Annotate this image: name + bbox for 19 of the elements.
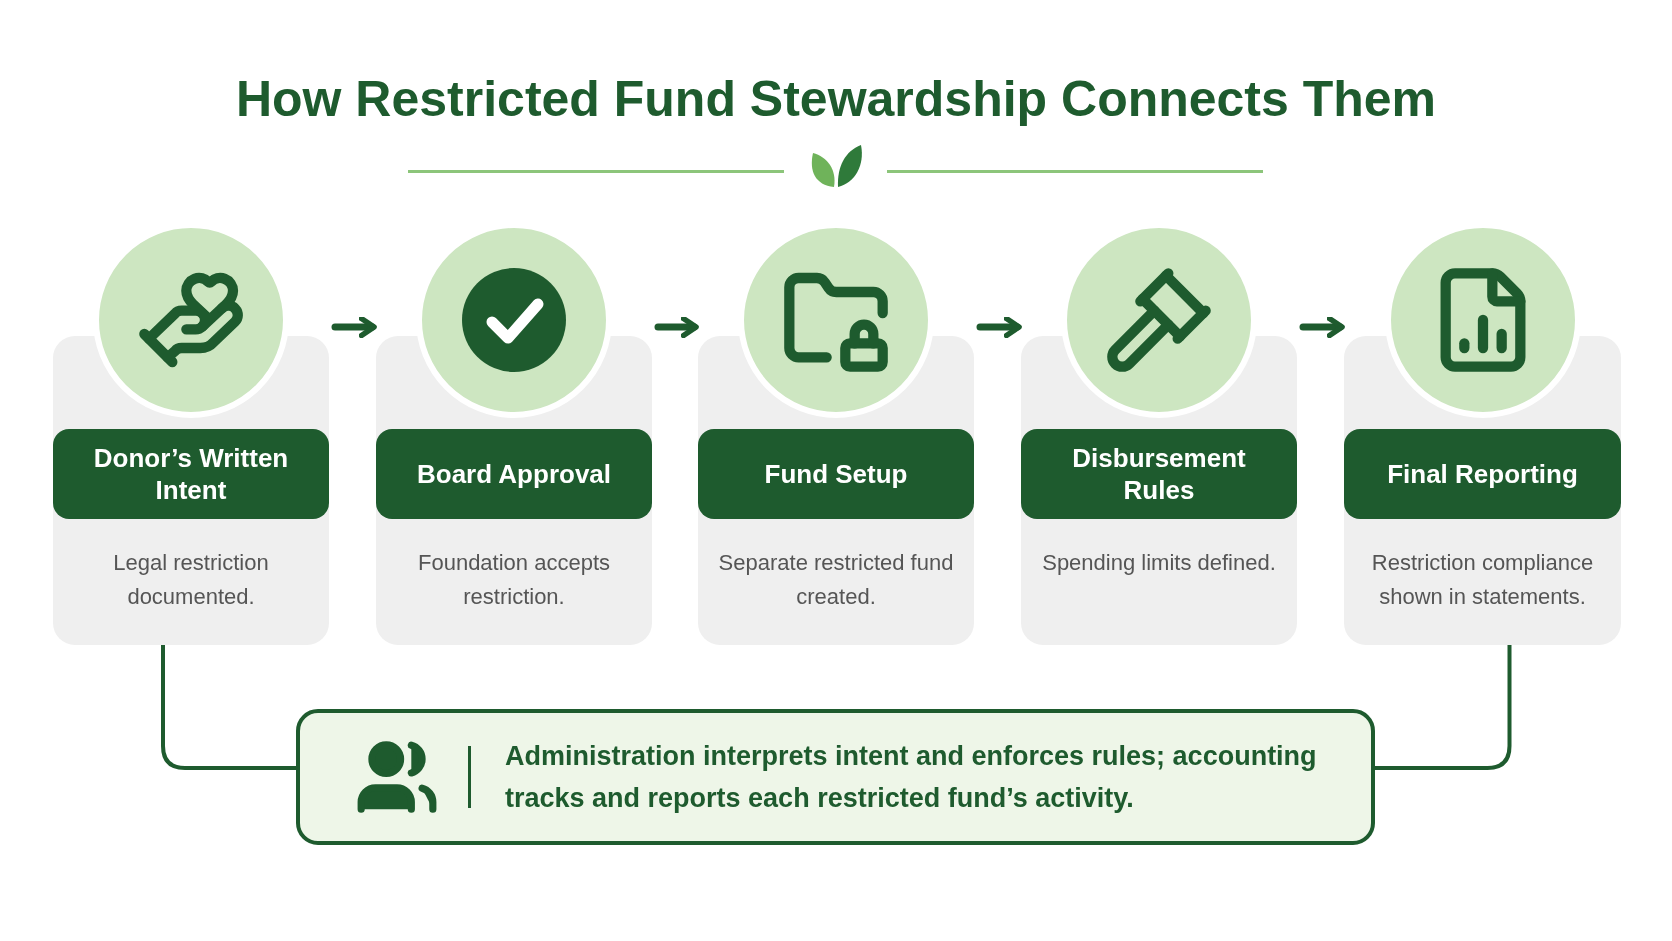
arrow [976, 315, 1022, 339]
step-title-bar: Final Reporting [1344, 429, 1621, 519]
summary-box [296, 709, 1375, 845]
step-title-bar: Donor’s Written Intent [53, 429, 329, 519]
arrow [1299, 315, 1345, 339]
step-description: Foundation accepts restriction. [417, 549, 611, 611]
step-title-bar: Disbursement Rules [1021, 429, 1297, 519]
connector-line [1373, 643, 1512, 770]
step-title-bar: Board Approval [376, 429, 652, 519]
summary-text: Administration interprets intent and enforces rules; accounting tracks and reports each restricted fund’s activity. [505, 740, 1318, 815]
arrow [331, 315, 377, 339]
step-description: Legal restriction documented. [112, 549, 270, 611]
title: How Restricted Fund Stewardship Connects Them [234, 70, 1438, 129]
step-description: Spending limits defined. [1041, 549, 1277, 577]
step-description: Separate restricted fund created. [717, 549, 955, 611]
step-description: Restriction compliance shown in statements. [1370, 549, 1595, 611]
step-title-bar: Fund Setup [698, 429, 974, 519]
connector-line [161, 643, 298, 770]
arrow [654, 315, 699, 339]
